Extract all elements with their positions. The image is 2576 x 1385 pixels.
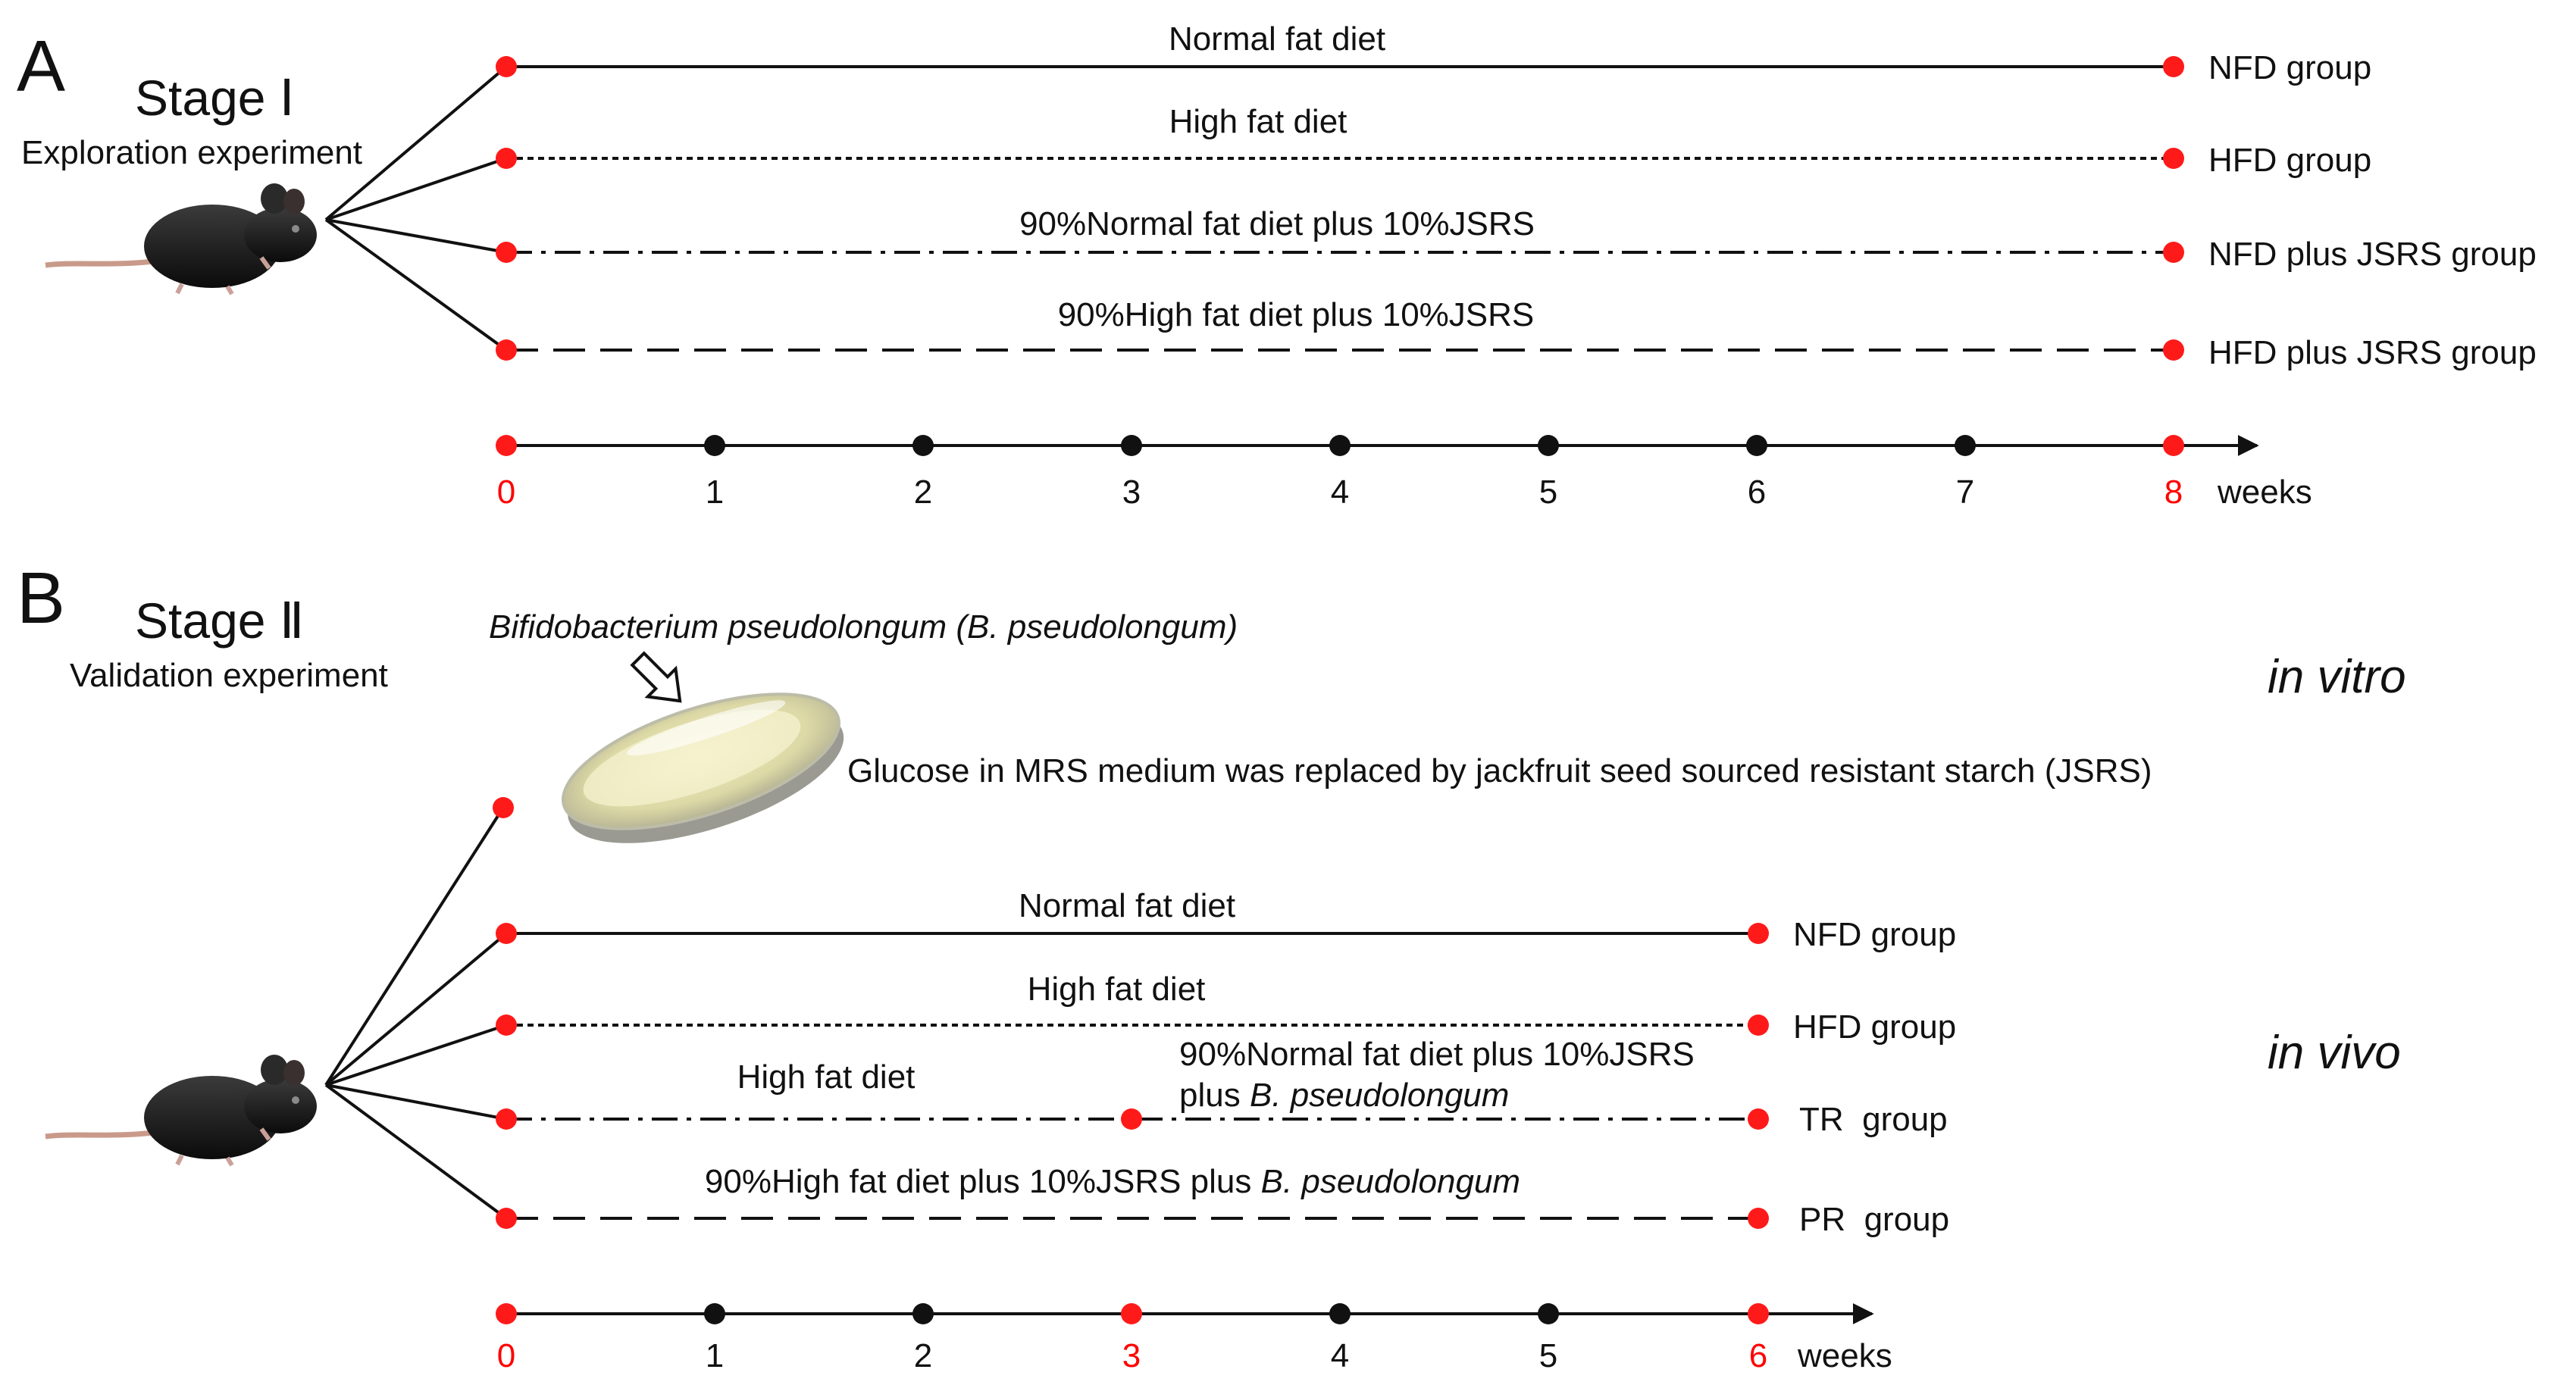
group-label: TR group xyxy=(1799,1101,1948,1138)
timeline-tick-label: 6 xyxy=(1749,1337,1767,1374)
panel-a-row-nfd-jsrs: 90%Normal fat diet plus 10%JSRS NFD plus… xyxy=(496,205,2537,273)
timeline-marker xyxy=(912,435,934,456)
timeline-marker xyxy=(1955,435,1976,456)
start-marker xyxy=(496,923,517,944)
timeline-tick-label: 0 xyxy=(497,1337,515,1374)
timeline-tick-label: 2 xyxy=(914,1337,932,1374)
start-marker xyxy=(496,1015,517,1036)
end-marker xyxy=(2163,242,2184,263)
timeline-tick-label: 5 xyxy=(1539,474,1557,511)
group-label: PR group xyxy=(1799,1201,1949,1238)
group-label: HFD group xyxy=(2208,142,2371,179)
timeline-marker xyxy=(1121,1303,1142,1324)
timeline-marker xyxy=(496,435,517,456)
panel-b-row-hfd: High fat diet HFD group xyxy=(496,971,1956,1046)
timeline-marker xyxy=(1329,435,1351,456)
panel-b-letter: B xyxy=(17,558,65,639)
panel-b: B Stage Ⅱ Validation experiment Bifidoba… xyxy=(17,558,2406,1374)
diet-label: Normal fat diet xyxy=(1169,20,1385,58)
timeline-tick-label: 3 xyxy=(1122,1337,1141,1374)
group-label: HFD group xyxy=(1793,1008,1956,1046)
panel-a-stage-subtitle: Exploration experiment xyxy=(21,134,362,171)
switch-marker xyxy=(1121,1108,1142,1130)
panel-b-row-pr: 90%High fat diet plus 10%JSRS plus B. ps… xyxy=(496,1163,1949,1238)
diet-label: 90%High fat diet plus 10%JSRS xyxy=(1058,296,1535,333)
group-label: HFD plus JSRS group xyxy=(2208,334,2537,371)
start-marker xyxy=(496,56,517,77)
timeline-tick-label: 7 xyxy=(1956,474,1974,511)
diet-label: High fat diet xyxy=(1169,103,1347,140)
organism-label: Bifidobacterium pseudolongum (B. pseudol… xyxy=(489,608,1238,646)
end-marker xyxy=(1748,923,1769,944)
panel-b-branches xyxy=(324,797,514,1220)
end-marker xyxy=(2163,56,2184,77)
in-vitro-marker xyxy=(493,797,514,818)
mouse-icon xyxy=(45,183,317,295)
start-marker xyxy=(496,242,517,263)
start-marker xyxy=(496,1208,517,1229)
panel-b-row-tr: High fat diet 90%Normal fat diet plus 10… xyxy=(496,1036,1948,1138)
timeline-tick-label: 8 xyxy=(2164,474,2183,511)
panel-b-timeline: 0 1 2 3 4 5 6 weeks xyxy=(496,1303,1892,1374)
timeline-tick-label: 1 xyxy=(706,474,724,511)
panel-a-timeline: 0 1 2 3 4 5 6 7 8 weeks xyxy=(496,435,2312,511)
timeline-tick-label: 5 xyxy=(1539,1337,1557,1374)
panel-a-branches xyxy=(324,65,508,352)
diet-label-first: High fat diet xyxy=(737,1058,916,1096)
timeline-marker xyxy=(2163,435,2184,456)
timeline-tick-label: 4 xyxy=(1331,1337,1349,1374)
panel-a-row-hfd-jsrs: 90%High fat diet plus 10%JSRS HFD plus J… xyxy=(496,296,2537,371)
arrow-icon xyxy=(630,651,682,703)
in-vitro-description: Glucose in MRS medium was replaced by ja… xyxy=(847,752,2152,789)
panel-a-row-hfd: High fat diet HFD group xyxy=(496,103,2371,179)
timeline-tick-label: 6 xyxy=(1748,474,1766,511)
diet-label: 90%Normal fat diet plus 10%JSRS xyxy=(1019,205,1535,242)
timeline-marker xyxy=(1121,435,1142,456)
timeline-marker xyxy=(1329,1303,1351,1324)
timeline-marker xyxy=(1748,1303,1769,1324)
timeline-unit-label: weeks xyxy=(2217,474,2312,511)
diet-label-second-line2: plus B. pseudolongum xyxy=(1179,1077,1509,1114)
start-marker xyxy=(496,339,517,361)
end-marker xyxy=(2163,339,2184,361)
diet-label: 90%High fat diet plus 10%JSRS plus B. ps… xyxy=(705,1163,1520,1200)
timeline-tick-label: 0 xyxy=(497,474,515,511)
timeline-marker xyxy=(1746,435,1767,456)
diet-label-second-line1: 90%Normal fat diet plus 10%JSRS xyxy=(1179,1036,1695,1073)
start-marker xyxy=(496,1108,517,1130)
panel-a-stage-title: Stage Ⅰ xyxy=(135,70,294,126)
timeline-marker xyxy=(496,1303,517,1324)
timeline-tick-label: 2 xyxy=(914,474,932,511)
timeline-tick-label: 4 xyxy=(1331,474,1349,511)
end-marker xyxy=(2163,148,2184,169)
end-marker xyxy=(1748,1015,1769,1036)
petri-dish-icon xyxy=(562,692,844,843)
timeline-marker xyxy=(1538,435,1559,456)
diet-label: Normal fat diet xyxy=(1019,887,1235,924)
timeline-marker xyxy=(704,1303,725,1324)
in-vitro-label: in vitro xyxy=(2268,651,2406,703)
timeline-marker xyxy=(1538,1303,1559,1324)
timeline-marker xyxy=(704,435,725,456)
timeline-tick-label: 3 xyxy=(1122,474,1141,511)
group-label: NFD group xyxy=(2208,49,2371,86)
timeline-unit-label: weeks xyxy=(1797,1337,1892,1374)
mouse-icon xyxy=(45,1055,317,1167)
panel-b-stage-title: Stage Ⅱ xyxy=(135,592,304,649)
timeline-marker xyxy=(912,1303,934,1324)
end-marker xyxy=(1748,1208,1769,1229)
panel-b-stage-subtitle: Validation experiment xyxy=(70,657,388,694)
group-label: NFD group xyxy=(1793,916,1956,953)
timeline-tick-label: 1 xyxy=(706,1337,724,1374)
panel-a-letter: A xyxy=(17,26,65,107)
panel-b-row-nfd: Normal fat diet NFD group xyxy=(496,887,1956,953)
start-marker xyxy=(496,148,517,169)
group-label: NFD plus JSRS group xyxy=(2208,236,2537,273)
panel-a: A Stage Ⅰ Exploration experiment Normal … xyxy=(17,20,2537,511)
in-vivo-label: in vivo xyxy=(2268,1027,2401,1079)
end-marker xyxy=(1748,1108,1769,1130)
diet-label: High fat diet xyxy=(1028,971,1206,1008)
panel-a-row-nfd: Normal fat diet NFD group xyxy=(496,20,2371,86)
